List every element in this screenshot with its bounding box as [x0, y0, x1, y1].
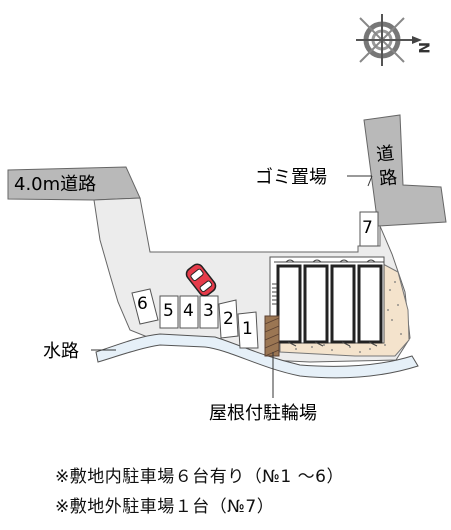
svg-text:6: 6 — [137, 294, 148, 314]
garbage-label: ゴミ置場 — [255, 167, 327, 188]
compass-icon — [356, 14, 422, 66]
svg-text:1: 1 — [242, 319, 253, 339]
garden-dots — [295, 281, 402, 353]
parking-space-1: 1 — [237, 311, 259, 349]
svg-text:5: 5 — [163, 301, 174, 321]
svg-text:4: 4 — [183, 301, 194, 321]
left-road-label: 4.0m道路 — [14, 174, 96, 195]
waterway — [95, 333, 419, 379]
parking-space-5: 5 — [159, 295, 179, 329]
compass-north-letter: N — [415, 42, 431, 54]
waterway-label: 水路 — [43, 341, 79, 362]
bicycle-parking — [264, 315, 280, 357]
right-road — [363, 114, 447, 227]
right-road-label-bottom: 路 — [378, 167, 398, 190]
parking-note-onsite: ※敷地内駐車場６台有り（№1 ～6） — [55, 467, 344, 487]
bicycle-parking-label: 屋根付駐輪場 — [209, 403, 317, 424]
parking-space-3: 3 — [199, 295, 219, 329]
parking-space-4: 4 — [179, 295, 199, 329]
svg-text:7: 7 — [362, 218, 373, 238]
apartment-building — [269, 256, 385, 347]
right-road-label-top: 道 — [375, 143, 395, 166]
garbage-leader-tick — [367, 175, 373, 187]
svg-text:3: 3 — [203, 301, 214, 321]
parking-space-6: 6 — [131, 288, 159, 325]
parking-note-offsite: ※敷地外駐車場１台（№7） — [55, 497, 275, 517]
bicycle-parking-hatch — [264, 317, 280, 357]
parking-space-7: 7 — [359, 211, 379, 247]
parking-space-2: 2 — [218, 299, 239, 339]
car-icon — [185, 263, 217, 297]
svg-text:2: 2 — [223, 309, 234, 329]
